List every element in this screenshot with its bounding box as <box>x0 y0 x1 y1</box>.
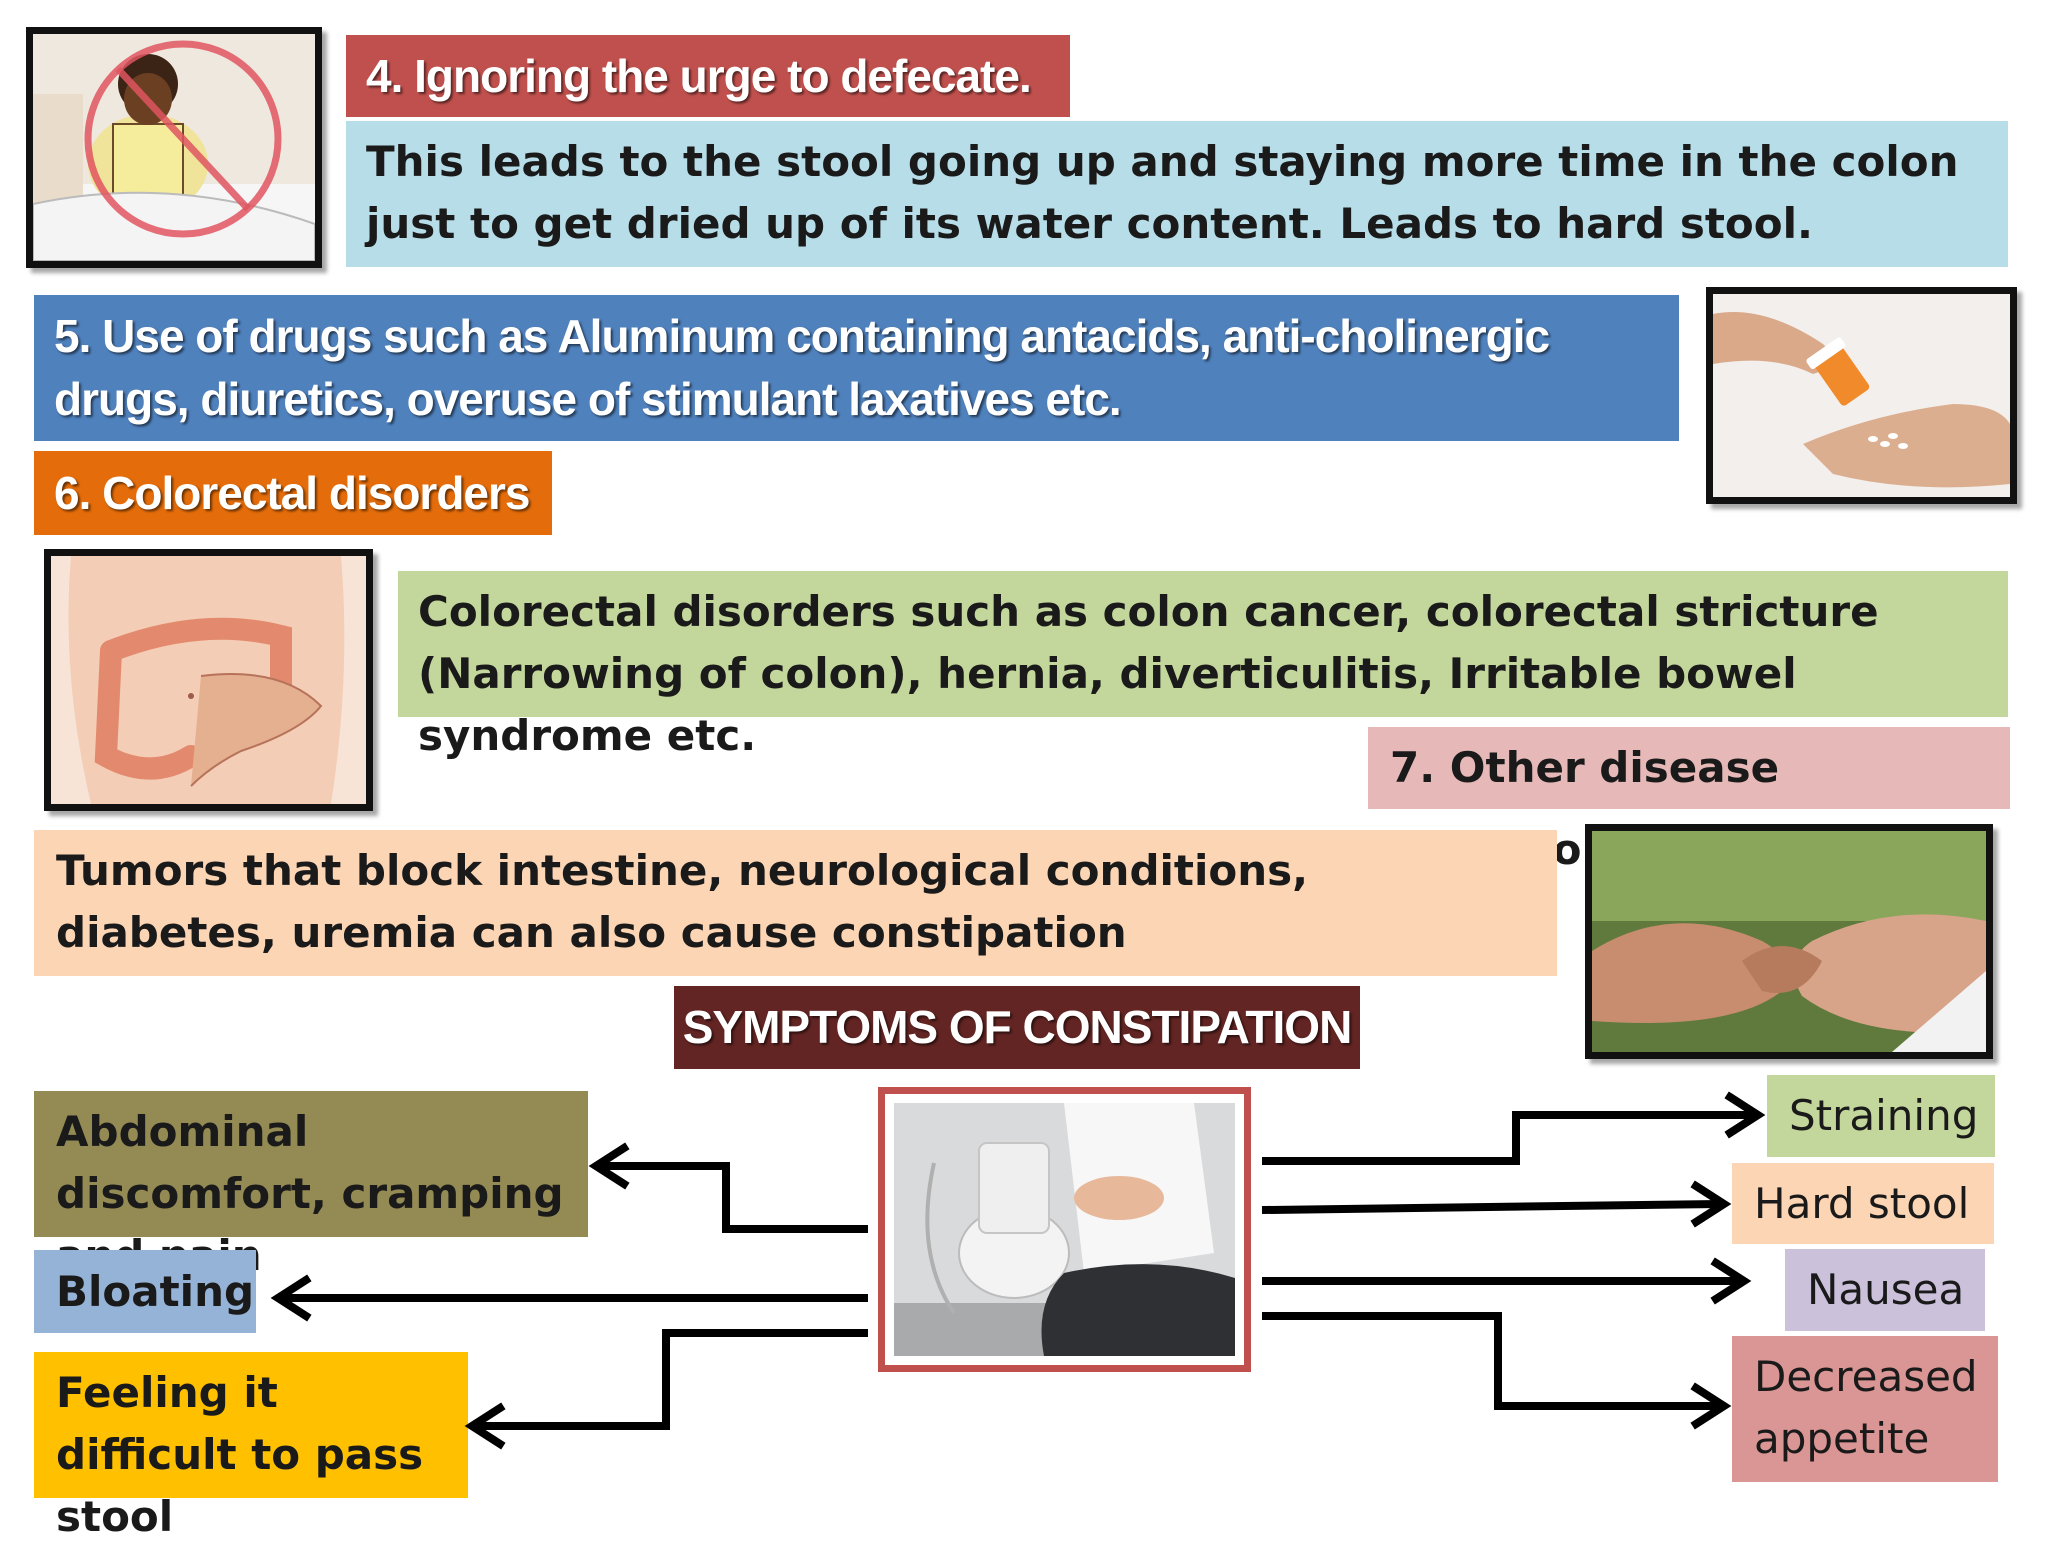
symptom-nausea: Nausea <box>1785 1249 1985 1331</box>
arrow-head-bloating <box>270 1274 312 1322</box>
symptoms-center-image-frame <box>878 1087 1251 1372</box>
arrow-to-hard-stool <box>1261 1199 1721 1215</box>
colon-anatomy-image <box>44 549 373 811</box>
arrow-to-straining <box>1262 1111 1754 1165</box>
cause-5-heading: 5. Use of drugs such as Aluminum contain… <box>34 295 1679 441</box>
arrow-head-decreased-appetite <box>1690 1382 1732 1430</box>
arrow-head-hard-stool <box>1690 1180 1732 1228</box>
pills-in-hand-image <box>1706 287 2017 504</box>
cause-7-description: Tumors that block intestine, neurologica… <box>34 830 1557 976</box>
arrow-to-decreased-appetite <box>1262 1312 1720 1410</box>
symptom-difficult-to-pass-stool: Feeling it difficult to pass stool <box>34 1352 468 1541</box>
cause-4-heading: 4. Ignoring the urge to defecate. <box>346 35 1070 117</box>
arrow-to-difficult-stool <box>476 1329 868 1430</box>
symptom-decreased-appetite: Decreased appetite <box>1732 1336 1998 1482</box>
symptoms-heading: SYMPTOMS OF CONSTIPATION <box>674 986 1360 1069</box>
arrow-head-straining <box>1724 1091 1766 1139</box>
holding-hands-image <box>1585 824 1993 1059</box>
arrow-to-abdominal-discomfort <box>600 1162 868 1233</box>
symptom-bloating: Bloating <box>34 1250 256 1333</box>
arrow-head-nausea <box>1710 1257 1752 1305</box>
bed-person-prohibited-image <box>26 27 322 268</box>
symptom-hard-stool: Hard stool <box>1732 1163 1994 1244</box>
cause-6-description: Colorectal disorders such as colon cance… <box>398 571 2008 760</box>
cause-6-heading: 6. Colorectal disorders <box>34 451 552 535</box>
person-toilet-abdominal-pain-image <box>894 1103 1235 1356</box>
arrow-head-difficult-stool <box>464 1402 506 1450</box>
symptom-straining: Straining <box>1767 1075 1995 1157</box>
arrow-head-abdominal-discomfort <box>588 1142 630 1190</box>
cause-4-description: This leads to the stool going up and sta… <box>346 121 2008 267</box>
